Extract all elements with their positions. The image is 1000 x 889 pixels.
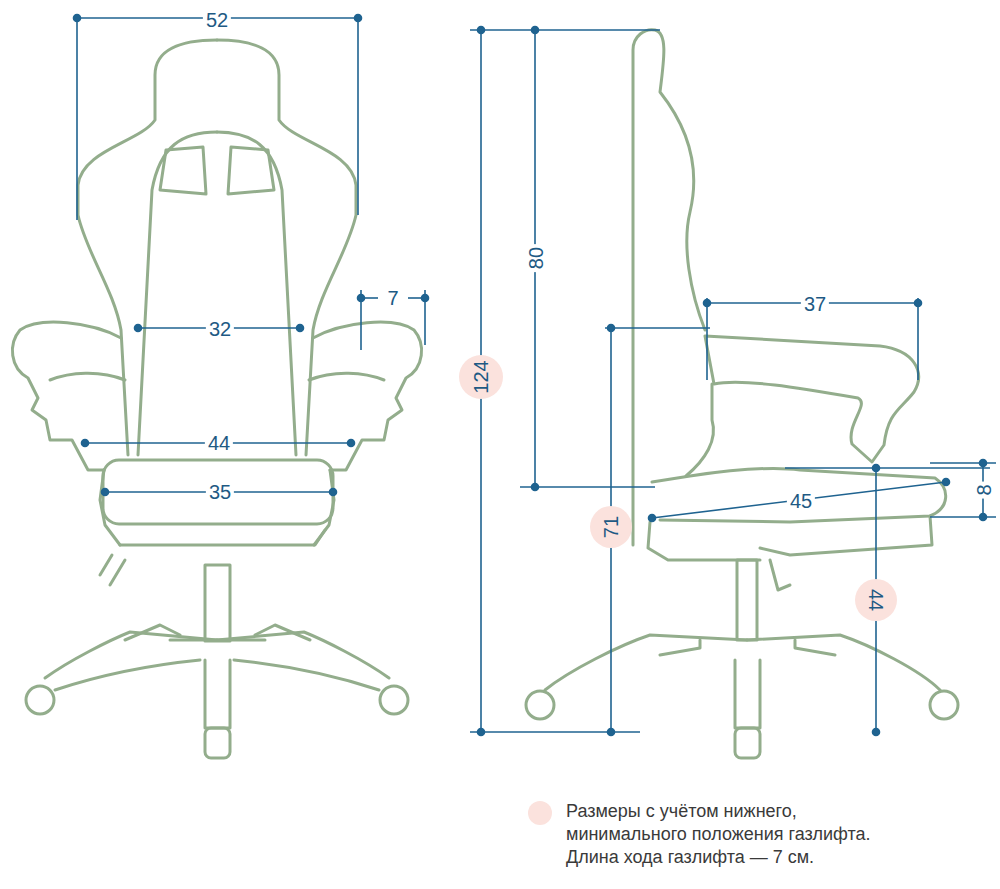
dimension-value: 71	[600, 516, 622, 538]
dimension-value: 35	[206, 481, 234, 503]
dimension-circle: 71	[590, 506, 632, 548]
dimension-value: 7	[384, 287, 401, 309]
dimension-value: 80	[525, 244, 547, 272]
legend-note: Размеры с учётом нижнего, минимального п…	[566, 800, 906, 869]
dimension-circle: 124	[459, 355, 503, 399]
legend-swatch	[528, 801, 552, 825]
dimension-value: 37	[801, 293, 829, 315]
dimension-value: 44	[865, 589, 887, 611]
dimension-value: 8	[973, 481, 995, 498]
dimension-value: 52	[203, 9, 231, 31]
dimension-value: 45	[787, 490, 815, 512]
dimension-value: 32	[206, 318, 234, 340]
dimension-value: 124	[470, 360, 492, 393]
dimension-circle: 44	[855, 579, 897, 621]
dimension-value: 44	[205, 432, 233, 454]
